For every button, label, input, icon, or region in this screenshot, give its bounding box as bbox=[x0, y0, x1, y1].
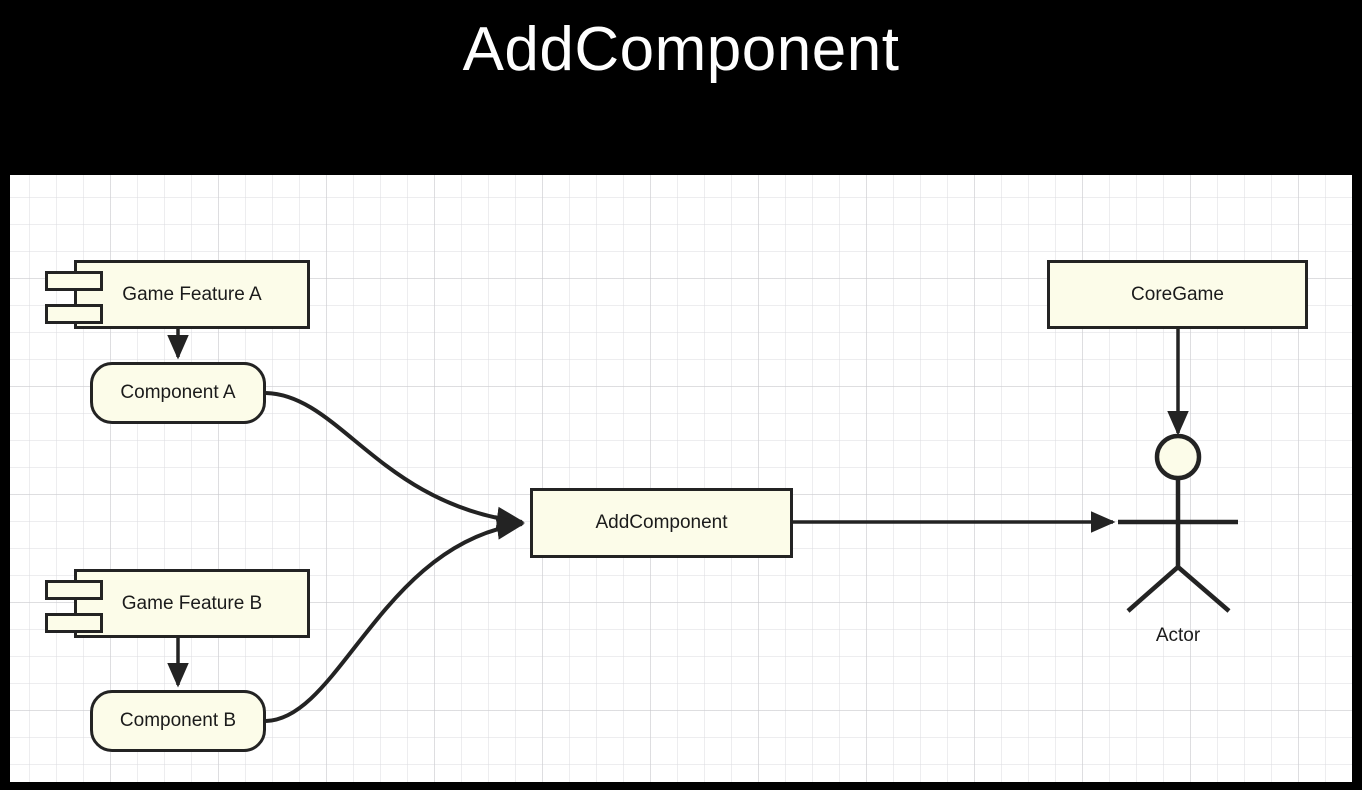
node-core-game[interactable]: CoreGame bbox=[1047, 260, 1308, 329]
edge-component-b-to-add-component bbox=[265, 515, 525, 723]
node-label: AddComponent bbox=[595, 512, 728, 533]
node-component-a[interactable]: Component A bbox=[90, 362, 266, 424]
node-label: Component A bbox=[120, 382, 236, 403]
diagram-edges-layer bbox=[167, 329, 1238, 723]
node-component-b[interactable]: Component B bbox=[90, 690, 266, 752]
edge-component-a-to-add-component bbox=[265, 391, 525, 532]
node-label: CoreGame bbox=[1131, 283, 1224, 305]
node-label: Game Feature A bbox=[122, 283, 262, 305]
title-bar: AddComponent bbox=[0, 0, 1362, 175]
node-label: Component B bbox=[119, 710, 237, 731]
node-game-feature-a[interactable]: Game Feature A bbox=[74, 260, 310, 329]
actor-right-leg-line bbox=[1176, 565, 1231, 613]
node-game-feature-b[interactable]: Game Feature B bbox=[74, 569, 310, 638]
component-tab-icon-top-a bbox=[45, 271, 103, 291]
actor-figure bbox=[1118, 433, 1238, 613]
actor-head-icon bbox=[1154, 433, 1202, 481]
component-tab-icon-bottom-b bbox=[45, 613, 103, 633]
page-title: AddComponent bbox=[462, 15, 900, 84]
node-add-component[interactable]: AddComponent bbox=[530, 488, 793, 558]
node-label: Game Feature B bbox=[121, 592, 263, 614]
component-tab-icon-bottom-a bbox=[45, 304, 103, 324]
component-tab-icon-top-b bbox=[45, 580, 103, 600]
actor-left-leg-line bbox=[1126, 565, 1180, 613]
diagram-canvas: Game Feature A Component A Game Feature … bbox=[10, 175, 1352, 782]
actor-label: Actor bbox=[1155, 625, 1201, 646]
